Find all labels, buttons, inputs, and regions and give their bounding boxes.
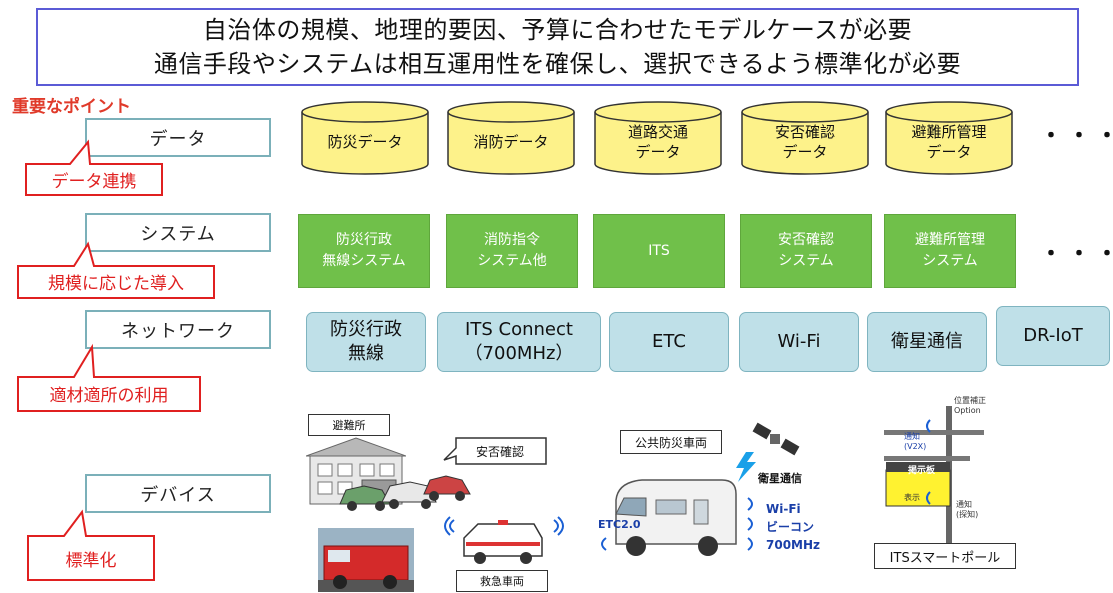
data-item-safety-line1: 安否確認 (774, 123, 835, 141)
data-item-road-traffic-line2: データ (635, 143, 681, 161)
network-item-satellite-line1: 衛星通信 (891, 331, 963, 352)
pole-detect-text: 通知 (探知) (956, 500, 978, 520)
header-banner: 自治体の規模、地理的要因、予算に合わせたモデルケースが必要 通信手段やシステムは… (36, 8, 1079, 86)
system-ellipsis: ・・・ (1040, 242, 1113, 267)
system-item-its-line1: ITS (648, 242, 670, 259)
safety-check-bubble: 安否確認 (443, 437, 547, 465)
network-item-etc-line1: ETC (652, 331, 686, 352)
data-ellipsis: ・・・ (1040, 124, 1113, 149)
layer-system-label: システム (140, 223, 216, 245)
network-item-dr-iot-line1: DR-IoT (1023, 325, 1083, 346)
system-item-safety: 安否確認システム (740, 214, 872, 288)
layer-device: デバイス (85, 474, 271, 513)
pole-notice-text: 通知 (V2X) (904, 432, 926, 452)
pole-detect-label: (探知) (956, 510, 979, 519)
data-item-safety: 安否確認データ (740, 100, 870, 175)
beacon-label: ビーコン (766, 520, 815, 534)
pole-display-label: 表示 (904, 493, 920, 502)
system-item-safety-line1: 安否確認 (778, 232, 834, 248)
network-item-bousai-radio: 防災行政無線 (306, 312, 426, 372)
ambulance-icon (463, 520, 543, 564)
pole-position-label: 位置補正 (954, 396, 986, 405)
vehicle-comm-labels: Wi-Fi ビーコン 700MHz (766, 500, 820, 554)
pole-notice-label: 通知 (904, 432, 920, 441)
satellite-icon (752, 422, 800, 456)
its-smart-pole-label: ITSスマートポール (874, 543, 1016, 569)
callout-standardization: 標準化 (27, 509, 155, 581)
system-item-bousai-radio-line1: 防災行政 (336, 232, 392, 248)
system-item-shelter: 避難所管理システム (884, 214, 1016, 288)
shelter-label: 避難所 (308, 414, 390, 436)
pole-position-text: 位置補正 Option (954, 396, 986, 416)
pole-v2x-label: (V2X) (904, 442, 927, 451)
layer-system: システム (85, 213, 271, 252)
network-item-etc: ETC (609, 312, 729, 372)
fire-truck-icon (318, 528, 414, 592)
system-item-bousai-radio-line2: 無線システム (322, 253, 406, 269)
pole-board-label: 掲示板 (908, 466, 936, 476)
system-item-fire-command-line1: 消防指令 (484, 232, 540, 248)
network-item-its-connect: ITS Connect （700MHz） (437, 312, 601, 372)
network-item-its-connect-line2: （700MHz） (464, 343, 574, 364)
signal-left-icon (444, 516, 455, 536)
cars-icon (339, 475, 471, 511)
satellite-comm-label: 衛星通信 (758, 472, 802, 485)
callout-scale-text: 規模に応じた導入 (48, 274, 184, 294)
network-item-its-connect-line1: ITS Connect (465, 319, 573, 340)
its-smart-pole-icon (884, 406, 984, 566)
signal-right-icon (553, 516, 564, 536)
key-point-label: 重要なポイント (12, 97, 131, 117)
ambulance-label: 救急車両 (456, 570, 548, 592)
disaster-vehicle-icon (615, 479, 737, 556)
layer-data: データ (85, 118, 271, 157)
data-item-shelter-line1: 避難所管理 (911, 123, 987, 141)
network-item-bousai-radio-line1: 防災行政 (330, 319, 402, 340)
data-item-bousai: 防災データ (300, 100, 430, 175)
layer-data-label: データ (149, 128, 207, 150)
data-item-bousai-line1: 防災データ (327, 133, 403, 151)
callout-usage: 適材適所の利用 (17, 343, 201, 412)
network-item-satellite: 衛星通信 (867, 312, 987, 372)
data-item-shoubou-line1: 消防データ (473, 133, 549, 151)
system-item-shelter-line1: 避難所管理 (915, 232, 985, 248)
layer-network: ネットワーク (85, 310, 271, 349)
data-item-shelter: 避難所管理データ (884, 100, 1014, 175)
network-item-bousai-radio-line2: 無線 (348, 343, 384, 364)
pole-notice2-label: 通知 (956, 500, 972, 509)
callout-standardization-text: 標準化 (66, 551, 117, 571)
callout-usage-text: 適材適所の利用 (50, 386, 169, 406)
callout-data-link: データ連携 (25, 139, 163, 196)
data-item-shelter-line2: データ (926, 143, 972, 161)
mhz-label: 700MHz (766, 538, 821, 552)
system-item-safety-line2: システム (778, 253, 834, 269)
wifi-label: Wi-Fi (766, 502, 801, 516)
etc-label: ETC2.0 (598, 518, 641, 531)
callout-scale: 規模に応じた導入 (17, 241, 215, 299)
network-item-dr-iot: DR-IoT (996, 306, 1110, 366)
layer-device-label: デバイス (140, 484, 216, 506)
network-item-wifi: Wi-Fi (739, 312, 859, 372)
system-item-its: ITS (593, 214, 725, 288)
layer-network-label: ネットワーク (121, 320, 235, 342)
network-item-wifi-line1: Wi-Fi (777, 331, 821, 352)
system-item-fire-command-line2: システム他 (477, 253, 547, 269)
system-item-bousai-radio: 防災行政無線システム (298, 214, 430, 288)
data-item-road-traffic-line1: 道路交通 (627, 123, 688, 141)
safety-check-text: 安否確認 (476, 444, 524, 459)
header-line-2: 通信手段やシステムは相互運用性を確保し、選択できるよう標準化が必要 (153, 50, 962, 78)
pole-option-label: Option (954, 406, 981, 415)
data-item-safety-line2: データ (782, 143, 828, 161)
system-item-fire-command: 消防指令システム他 (446, 214, 578, 288)
header-line-1: 自治体の規模、地理的要因、予算に合わせたモデルケースが必要 (202, 16, 913, 44)
callout-data-link-text: データ連携 (52, 171, 137, 192)
lightning-icon (736, 452, 756, 482)
disaster-vehicle-label: 公共防災車両 (620, 430, 722, 454)
data-item-shoubou: 消防データ (446, 100, 576, 175)
system-item-shelter-line2: システム (922, 253, 978, 269)
data-item-road-traffic: 道路交通データ (593, 100, 723, 175)
signal-vehicle-right-icon (747, 497, 753, 551)
signal-vehicle-left-icon (601, 537, 607, 551)
